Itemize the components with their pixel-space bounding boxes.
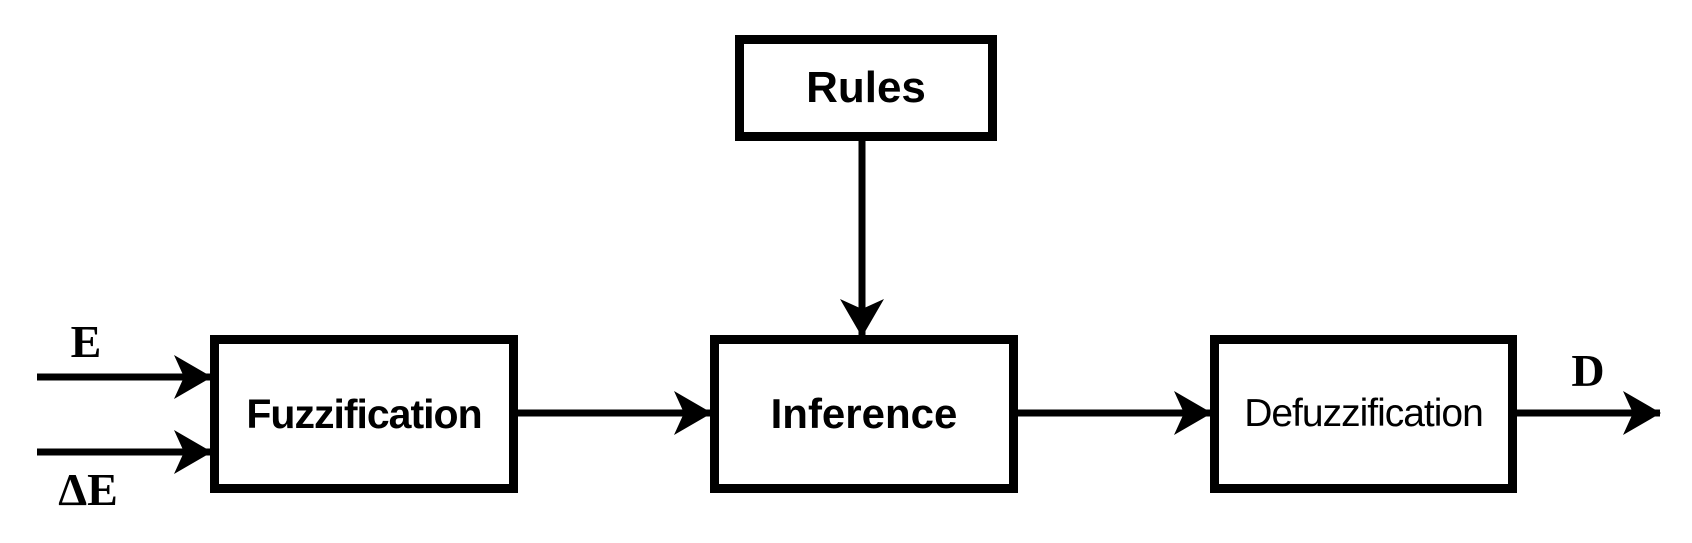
rules-block: Rules [735, 35, 997, 141]
input-label-delta-e: ΔE [58, 464, 118, 515]
inference-block: Inference [710, 335, 1018, 493]
rules-block-label: Rules [806, 63, 926, 112]
input-label-e: E [70, 316, 102, 367]
output-label-d: D [1571, 345, 1605, 396]
defuzzification-block-label: Defuzzification [1244, 392, 1484, 435]
defuzzification-block: Defuzzification [1210, 335, 1517, 493]
inference-block-label: Inference [770, 390, 958, 437]
fuzzification-block-label: Fuzzification [246, 390, 482, 437]
fuzzification-block: Fuzzification [210, 335, 518, 493]
